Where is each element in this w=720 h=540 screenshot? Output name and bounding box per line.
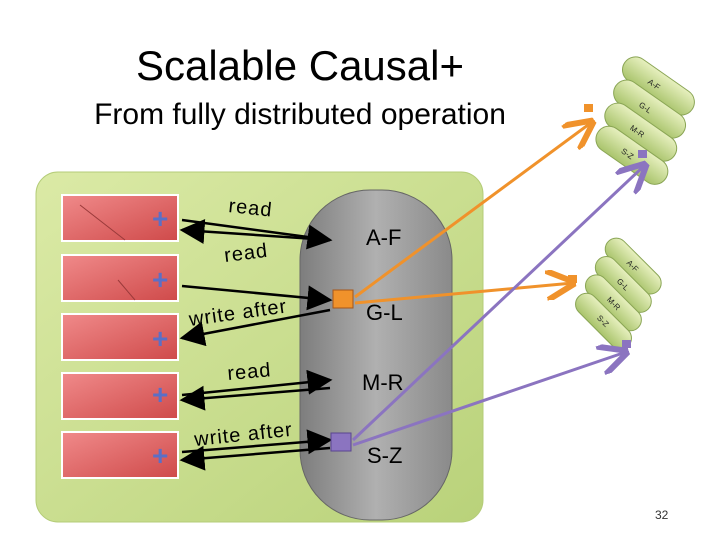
plus-icon: + [152,323,168,354]
slide-subtitle: From fully distributed operation [94,98,506,131]
client-box[interactable] [61,313,179,361]
client-box[interactable] [61,431,179,479]
operation-arrows [179,218,333,471]
plus-icons: + + + + + [152,203,168,471]
plus-icon: + [152,264,168,295]
plus-icon: + [152,440,168,471]
operation-label: read [227,195,273,221]
shard-label: M-R [362,370,404,395]
client-box[interactable] [61,194,179,242]
replication-arrows [351,122,645,447]
page-number: 32 [655,508,669,522]
remote-datacenter-mid: A-F G-L M-R S-Z [575,237,662,350]
client-box[interactable] [61,372,179,420]
orange-write-marker [332,289,354,309]
purple-write-marker [330,432,352,452]
client-list [61,194,179,479]
shard-label: G-L [366,300,403,325]
remote-orange-marker [584,104,593,112]
client-box[interactable] [61,254,179,302]
shard-label: A-F [366,225,401,250]
remote-purple-marker [622,340,631,348]
plus-icon: + [152,379,168,410]
operation-label: read [227,359,273,385]
slide-title: Scalable Causal+ [135,42,465,89]
shard-label: S-Z [367,443,402,468]
plus-icon: + [152,203,168,234]
remote-purple-marker [638,150,647,158]
remote-datacenter-top: A-F G-L M-R S-Z [595,56,695,185]
operation-label: read [223,240,269,267]
